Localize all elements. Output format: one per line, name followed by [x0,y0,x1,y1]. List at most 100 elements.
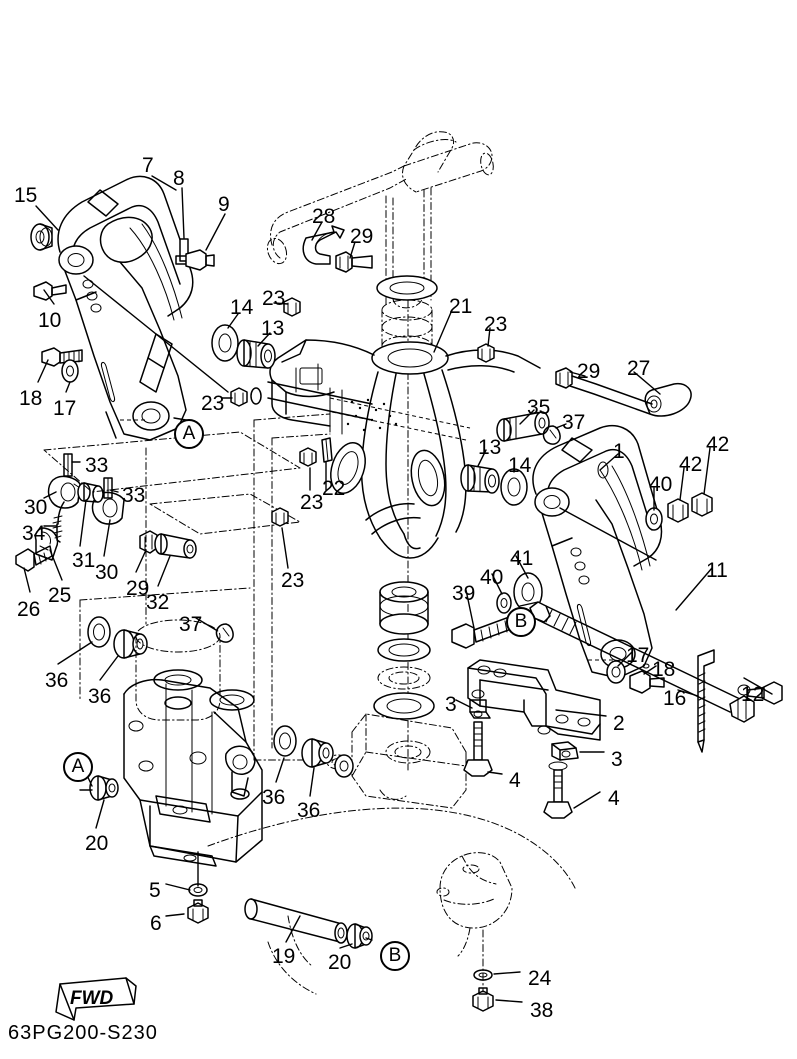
callout-number-21: 21 [449,295,473,318]
callout-number-22: 22 [322,477,346,500]
callout-number-23: 23 [201,392,225,415]
reference-mark-a: A [174,419,204,449]
part-19-rod [244,898,348,944]
part-23-nut-b [230,387,248,407]
callout-number-41: 41 [510,547,534,570]
callout-number-29: 29 [126,577,150,600]
leader-lines [23,175,773,1003]
callout-number-1: 1 [613,440,625,463]
part-33-pin-a [63,453,73,477]
part-32-pin [154,533,197,559]
callout-number-23: 23 [281,569,305,592]
callout-number-15: 15 [14,184,38,207]
part-23-nut-c [477,343,495,363]
callout-number-29: 29 [350,225,374,248]
fwd-label: FWD [70,988,114,1009]
part-9-bolt [185,249,215,271]
callout-number-23: 23 [300,491,324,514]
part-18-bolt [41,347,83,367]
part-36-bushing-d [301,738,334,768]
callout-number-8: 8 [173,167,185,190]
callout-number-19: 19 [272,945,296,968]
callout-number-37: 37 [179,613,203,636]
part-31-roller [77,482,104,503]
lower-casing-phantom [207,807,577,995]
callout-number-14: 14 [230,296,254,319]
part-15-bushing [30,223,53,251]
part-33-pin-b [103,477,113,499]
part-18-bolt-right [629,670,665,694]
callout-number-36: 36 [297,799,321,822]
callout-number-34: 34 [22,522,46,545]
callout-number-24: 24 [528,967,552,990]
part-36-washer-e [334,754,354,778]
part-3-clip-a [469,699,491,719]
part-13-bushing-left [236,339,276,369]
right-clamp-bracket [532,424,663,679]
part-4-bolt-a [463,721,493,777]
part-42-nut-b [691,492,713,517]
callout-number-38: 38 [530,999,554,1022]
part-4-bolt-b [543,761,573,819]
callout-number-5: 5 [149,879,161,902]
part-17-washer-right [606,660,626,684]
swivel-bracket-body [267,339,541,559]
callout-number-17: 17 [626,644,650,667]
part-37-clip-left [215,623,234,643]
part-2-transom-bracket [467,659,601,741]
callout-number-36: 36 [262,786,286,809]
callout-number-10: 10 [38,309,62,332]
part-20-bushing-left [89,775,119,801]
callout-number-7: 7 [142,154,154,177]
part-13-bushing-right [460,464,500,494]
power-unit-phantom [123,619,263,867]
part-30-bracket-b [91,491,125,525]
callout-number-23: 23 [262,287,286,310]
callout-number-2: 2 [613,712,625,735]
tiller-handle-phantom [266,131,494,265]
callout-number-18: 18 [19,387,43,410]
callout-number-35: 35 [527,396,551,419]
callout-number-4: 4 [509,769,521,792]
callout-number-39: 39 [452,582,476,605]
callout-number-26: 26 [17,598,41,621]
callout-number-17: 17 [53,397,77,420]
callout-number-31: 31 [72,549,96,572]
part-29-bolt-upper [335,251,373,273]
part-3-clip-b [551,741,579,761]
callout-number-3: 3 [611,748,623,771]
reference-mark-a: A [63,752,93,782]
part-27-link-rod [569,375,692,417]
part-36-bushing-c [273,725,297,757]
diagram-code: 63PG200-S230 [8,1022,158,1044]
callout-number-40: 40 [480,566,504,589]
callout-number-6: 6 [150,912,162,935]
callout-number-20: 20 [85,832,109,855]
callout-number-4: 4 [608,787,620,810]
part-28-clip [302,225,345,265]
part-12-bolt [747,681,783,705]
part-23-nut-d [299,447,317,467]
callout-number-42: 42 [706,433,730,456]
part-22-pin [321,437,333,463]
callout-number-16: 16 [663,687,687,710]
callout-number-33: 33 [122,484,146,507]
part-40-washer-right [645,507,663,531]
callout-number-30: 30 [95,561,119,584]
part-14-washer-left [211,324,239,362]
part-36-bushing-b [113,629,148,659]
reference-mark-b: B [506,607,536,637]
callout-number-37: 37 [562,411,586,434]
fwd-arrow-icon [55,977,137,1021]
reference-mark-b: B [380,941,410,971]
callout-number-3: 3 [445,693,457,716]
part-37-clip-right [542,425,561,445]
part-23-nut-e [271,507,289,527]
callout-number-30: 30 [24,496,48,519]
callout-number-20: 20 [328,951,352,974]
part-20-bushing-right [346,923,373,949]
part-23-nut-a [283,297,301,317]
callout-number-13: 13 [478,436,502,459]
callout-number-27: 27 [627,357,651,380]
